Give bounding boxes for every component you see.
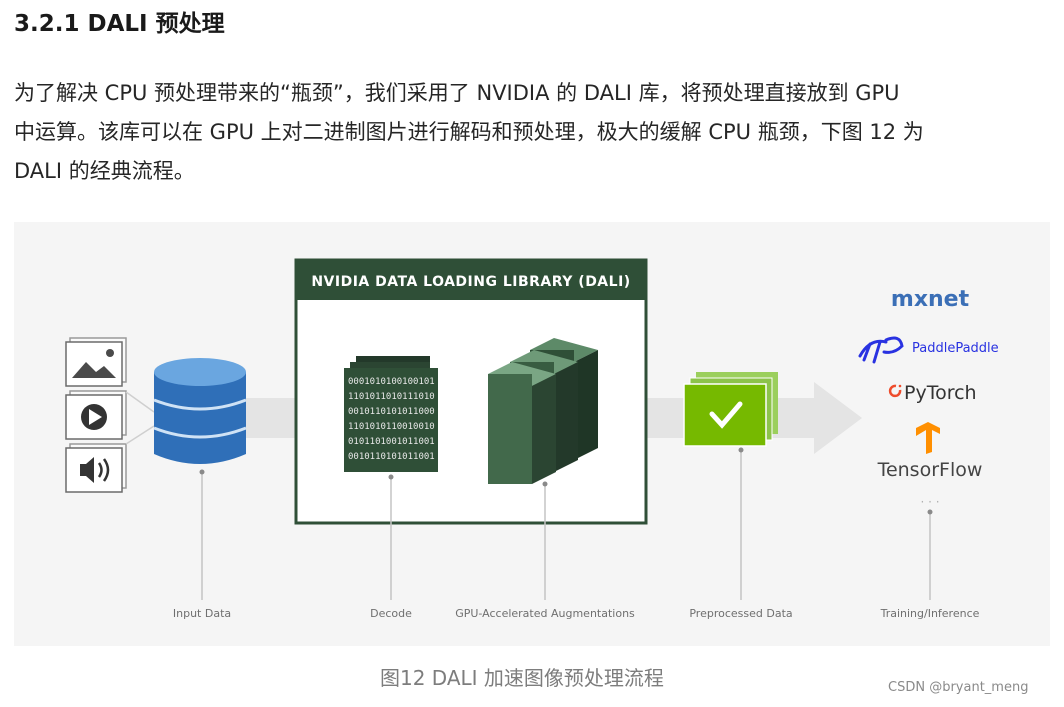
paddle-logo: PaddlePaddle: [858, 336, 999, 364]
dali-box-title: NVIDIA DATA LOADING LIBRARY (DALI): [311, 274, 630, 290]
mxnet-logo: mxnet: [891, 287, 970, 312]
more-frameworks-marker: · · ·: [920, 495, 939, 509]
binary-row: 0010110101011001: [348, 452, 435, 462]
stage-label-preprocessed: Preprocessed Data: [689, 607, 792, 620]
paragraph-line: 中运算。该库可以在 GPU 上对二进制图片进行解码和预处理，极大的缓解 CPU …: [14, 120, 924, 144]
csdn-watermark: CSDN @bryant_meng: [888, 680, 1029, 695]
paragraph-line: DALI 的经典流程。: [14, 159, 195, 183]
framework-pytorch: PyTorch: [904, 382, 977, 404]
figure-caption: 图12 DALI 加速图像预处理流程: [380, 666, 664, 690]
binary-row: 1101011010111010: [348, 392, 435, 402]
binary-row: 1101010110010010: [348, 422, 435, 432]
checkmark-icon: [683, 372, 778, 447]
stage-label-training: Training/Inference: [880, 607, 980, 620]
body-paragraph: 为了解决 CPU 预处理带来的“瓶颈”，我们采用了 NVIDIA 的 DALI …: [14, 74, 1054, 191]
gpu-blocks-icon: [488, 338, 598, 484]
binary-row: 0010110101011000: [348, 407, 435, 417]
binary-stack-icon: 0001010100100101 1101011010111010 001011…: [344, 356, 438, 472]
framework-paddlepaddle: PaddlePaddle: [912, 341, 999, 356]
stage-label-input: Input Data: [173, 607, 231, 620]
paragraph-line: 为了解决 CPU 预处理带来的“瓶颈”，我们采用了 NVIDIA 的 DALI …: [14, 81, 900, 105]
database-icon: [153, 358, 247, 464]
pytorch-logo: PyTorch: [888, 382, 977, 404]
tensorflow-logo: TensorFlow: [877, 422, 983, 481]
image-icon: [65, 337, 127, 387]
speaker-icon: [65, 443, 127, 493]
play-icon: [65, 390, 127, 440]
dali-pipeline-diagram: NVIDIA DATA LOADING LIBRARY (DALI) 00010…: [65, 258, 999, 620]
stage-connectors: [201, 450, 931, 600]
stage-label-augmentations: GPU-Accelerated Augmentations: [455, 607, 635, 620]
stage-label-decode: Decode: [370, 607, 412, 620]
framework-tensorflow: TensorFlow: [877, 459, 983, 481]
dali-pipeline-figure: NVIDIA DATA LOADING LIBRARY (DALI) 00010…: [14, 222, 1050, 646]
binary-row: 0001010100100101: [348, 377, 435, 387]
framework-mxnet: mxnet: [891, 287, 970, 312]
section-heading: 3.2.1 DALI 预处理: [14, 11, 225, 37]
binary-row: 0101101001011001: [348, 437, 435, 447]
